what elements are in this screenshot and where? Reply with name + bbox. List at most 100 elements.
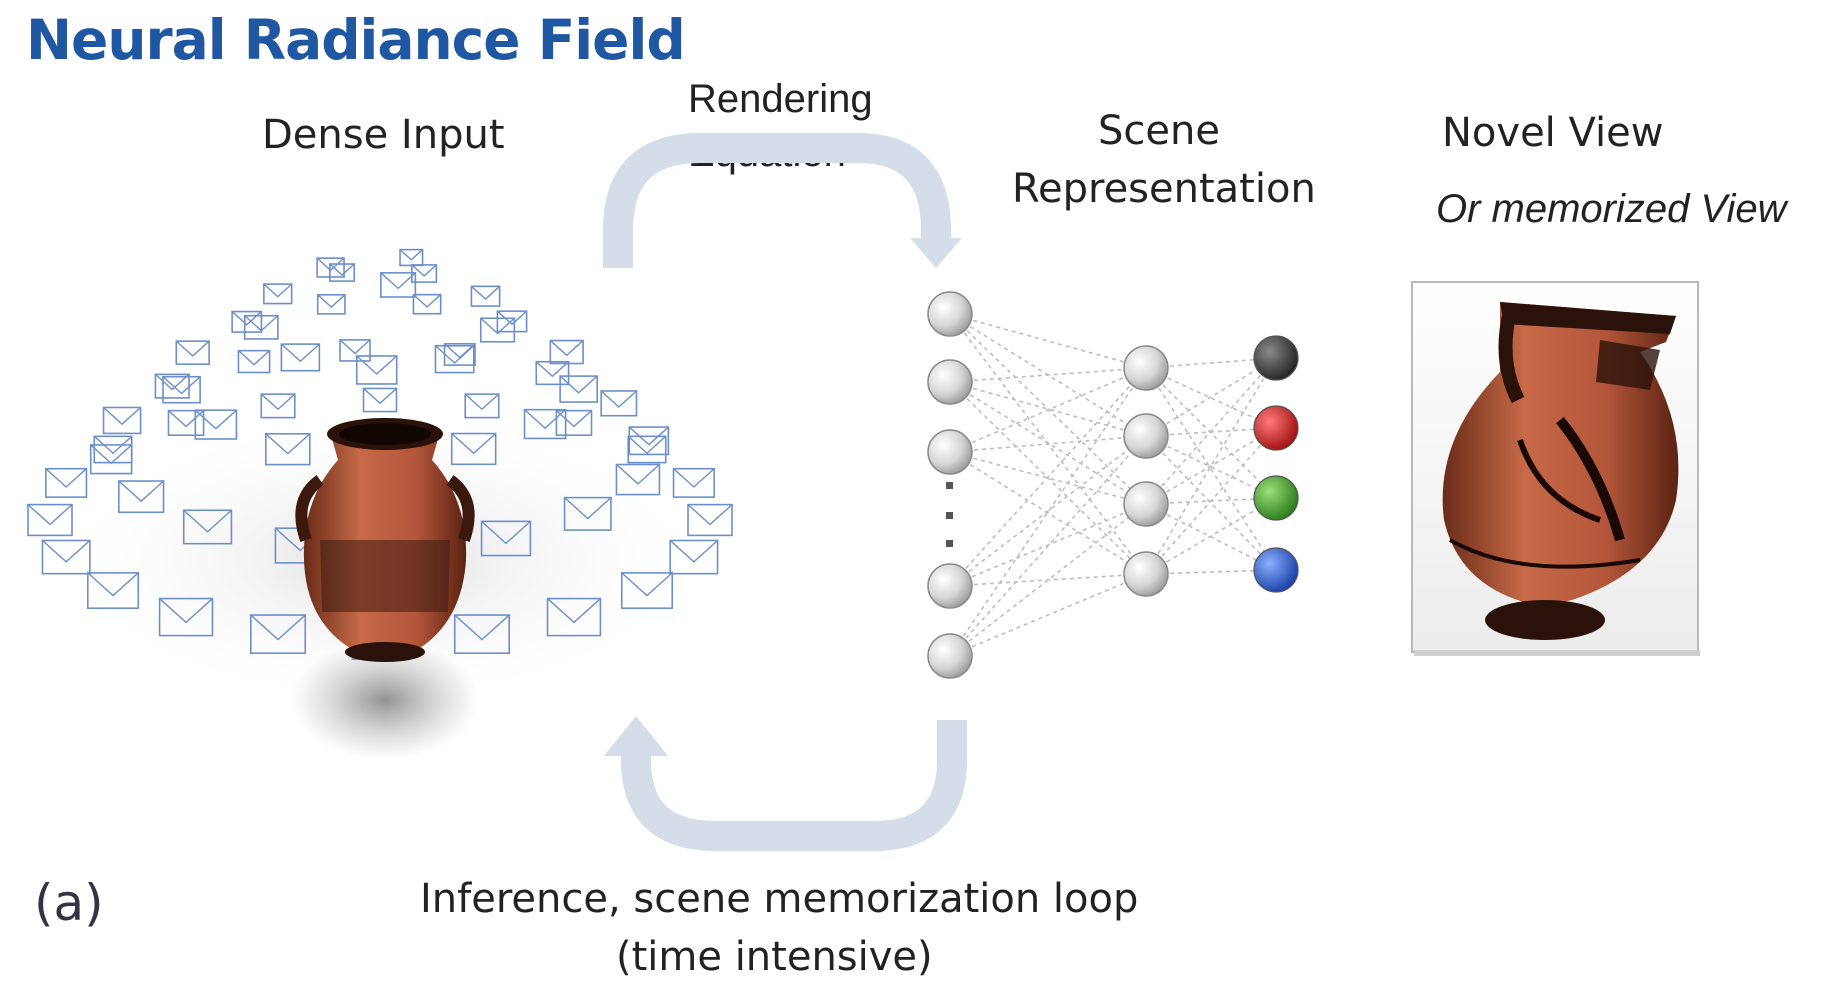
diagram-title: Neural Radiance Field xyxy=(26,8,686,72)
camera-frustum-icon xyxy=(158,597,214,637)
hidden-node xyxy=(1123,551,1169,597)
camera-frustum-icon xyxy=(27,503,73,537)
network-edge xyxy=(1145,367,1277,571)
input-node xyxy=(927,563,973,609)
camera-frustum-icon xyxy=(118,480,165,514)
camera-frustum-icon xyxy=(316,294,346,315)
camera-frustum-icon xyxy=(329,263,356,282)
camera-frustum-icon xyxy=(89,444,133,475)
output-node xyxy=(1253,405,1299,451)
network-edge xyxy=(1145,357,1277,437)
camera-frustum-icon xyxy=(464,393,500,419)
network-edge xyxy=(949,503,1147,657)
camera-frustum-icon xyxy=(249,614,307,654)
scene-label-line2: Representation xyxy=(1012,166,1316,212)
output-node xyxy=(1253,335,1299,381)
input-node xyxy=(927,359,973,405)
camera-frustum-icon xyxy=(627,435,667,464)
camera-frustum-icon xyxy=(167,409,205,437)
network-edge xyxy=(949,435,1147,453)
novel-view-image xyxy=(1411,281,1700,656)
camera-frustum-icon xyxy=(669,539,719,575)
camera-frustum-icon xyxy=(263,283,293,305)
network-edge xyxy=(949,313,1147,369)
network-edge xyxy=(949,573,1147,587)
network-edge xyxy=(949,367,1147,657)
camera-frustum-icon xyxy=(86,572,140,609)
camera-frustum-icon xyxy=(280,343,321,372)
network-edge xyxy=(1145,427,1277,575)
camera-frustum-icon xyxy=(412,293,442,315)
dense-input-label: Dense Input xyxy=(262,112,505,158)
output-node xyxy=(1253,475,1299,521)
input-node xyxy=(927,429,973,475)
camera-frustum-icon xyxy=(264,433,311,466)
network-edge xyxy=(949,435,1147,587)
camera-frustum-icon xyxy=(399,248,424,267)
network-edge xyxy=(949,381,1147,437)
camera-frustum-icon xyxy=(628,426,670,456)
camera-frustum-icon xyxy=(620,572,674,609)
novel-view-label: Novel View xyxy=(1442,110,1664,156)
camera-frustum-icon xyxy=(600,390,638,417)
camera-frustum-icon xyxy=(237,349,271,374)
network-edges xyxy=(949,313,1277,657)
camera-frustum-icon xyxy=(316,257,345,278)
neural-net-icon xyxy=(927,291,1299,679)
hidden-node xyxy=(1123,345,1169,391)
hidden-node xyxy=(1123,481,1169,527)
camera-frustum-icon xyxy=(672,467,715,498)
network-edge xyxy=(1145,427,1277,505)
camera-frustum-icon xyxy=(479,317,516,343)
network-edge xyxy=(949,573,1147,657)
network-edge xyxy=(1145,497,1277,575)
network-edge xyxy=(1145,357,1277,369)
camera-frustum-icon xyxy=(480,520,532,557)
camera-frustum-icon xyxy=(339,339,371,362)
camera-frustum-icon xyxy=(243,314,279,340)
network-edge xyxy=(1145,357,1277,505)
camera-frustum-icon xyxy=(380,272,417,298)
camera-frustum-icon xyxy=(194,409,238,440)
camera-frustum-icon xyxy=(41,539,91,575)
camera-frustum-icon xyxy=(443,343,476,366)
network-edge xyxy=(949,435,1147,657)
network-edge xyxy=(1145,569,1277,575)
loop-label-line1: Inference, scene memorization loop xyxy=(420,876,1139,922)
camera-frustum-icon xyxy=(496,310,528,333)
camera-frustum-icon xyxy=(535,360,570,386)
memorized-view-label: Or memorized View xyxy=(1436,187,1787,231)
vase-icon xyxy=(295,418,475,662)
camera-frustum-icon xyxy=(523,408,567,440)
camera-frustum-icon xyxy=(687,503,733,537)
camera-frustum-icon xyxy=(154,373,190,399)
camera-frustum-icon xyxy=(260,393,296,419)
hidden-node xyxy=(1123,413,1169,459)
network-edge xyxy=(949,367,1147,587)
camera-frustum-icon xyxy=(615,463,661,496)
camera-dome xyxy=(27,248,733,661)
camera-frustum-icon xyxy=(102,406,142,435)
loop-label-line2: (time intensive) xyxy=(616,934,933,980)
network-edge xyxy=(949,313,1147,505)
inference-arrow xyxy=(604,716,967,851)
network-edge xyxy=(949,367,1147,383)
output-node xyxy=(1253,547,1299,593)
camera-frustum-icon xyxy=(362,387,398,413)
rendering-label-line1: Rendering xyxy=(688,77,873,121)
camera-frustum-icon xyxy=(555,409,593,437)
camera-frustum-icon xyxy=(355,355,398,385)
rendering-arrow xyxy=(603,133,962,268)
network-edge xyxy=(1145,503,1277,571)
camera-frustum-icon xyxy=(559,375,598,403)
camera-frustum-icon xyxy=(453,614,511,654)
camera-frustum-icon xyxy=(182,509,233,545)
camera-frustum-icon xyxy=(45,467,88,498)
network-edge xyxy=(949,381,1147,505)
network-edge xyxy=(1145,357,1277,575)
camera-frustum-icon xyxy=(162,375,201,404)
network-edge xyxy=(949,451,1147,505)
network-edge xyxy=(949,503,1147,587)
